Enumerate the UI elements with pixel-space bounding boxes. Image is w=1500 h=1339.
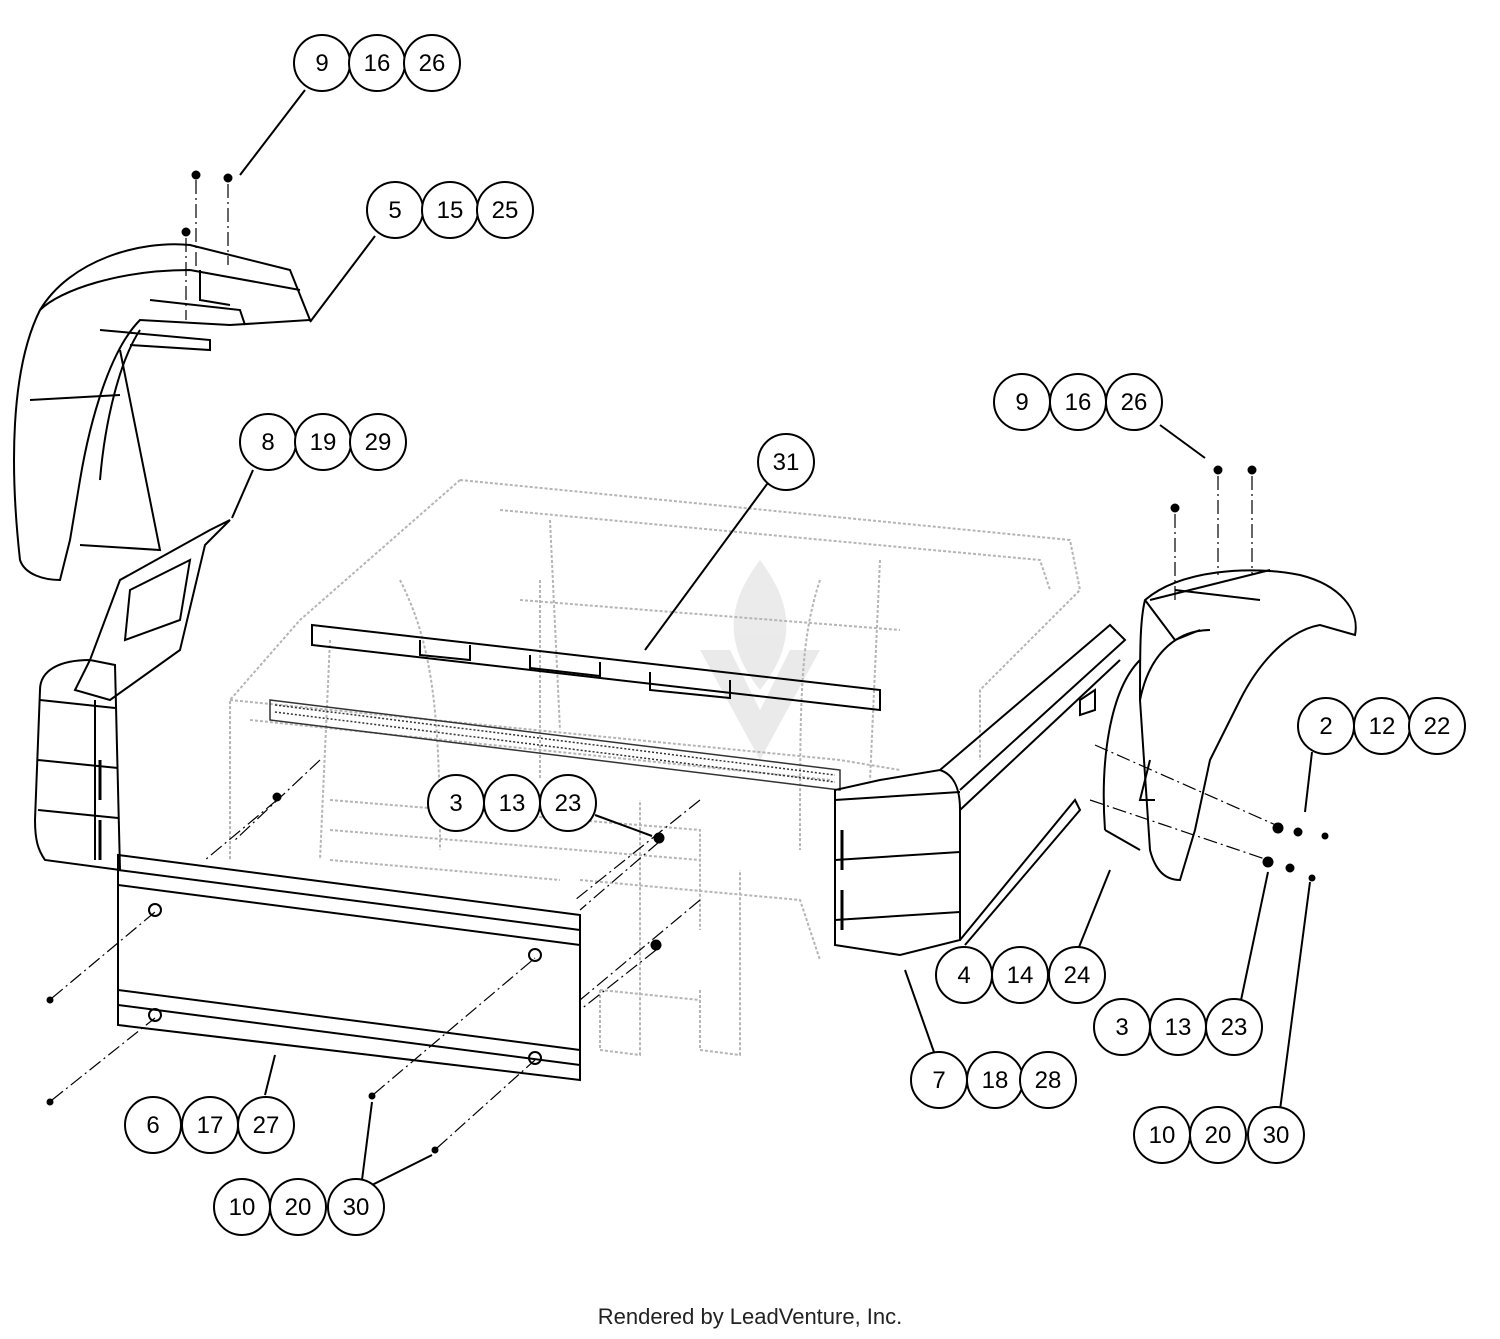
callout-number: 20 bbox=[285, 1194, 312, 1221]
callout-top-left-fender: 5 15 25 bbox=[366, 181, 534, 239]
callout-number: 28 bbox=[1035, 1067, 1062, 1094]
callout-number: 23 bbox=[555, 790, 582, 817]
right-side-panel bbox=[834, 768, 961, 957]
callout-number: 25 bbox=[492, 197, 519, 224]
callout-number: 9 bbox=[315, 50, 328, 77]
callout-number: 6 bbox=[146, 1112, 159, 1139]
callout-number: 16 bbox=[1065, 389, 1092, 416]
callout-number: 27 bbox=[253, 1112, 280, 1139]
alignment-lines bbox=[51, 180, 1279, 1149]
left-side-panel bbox=[33, 519, 231, 872]
leadventure-watermark bbox=[700, 560, 820, 760]
callout-number: 24 bbox=[1064, 962, 1091, 989]
callout-number: 5 bbox=[388, 197, 401, 224]
callout-number: 19 bbox=[310, 429, 337, 456]
callout-number: 15 bbox=[437, 197, 464, 224]
frame bbox=[229, 479, 1082, 1057]
callout-number: 8 bbox=[261, 429, 274, 456]
right-fender bbox=[1102, 569, 1357, 882]
leader-lines bbox=[231, 89, 1313, 1186]
footer-credit: Rendered by LeadVenture, Inc. bbox=[597, 1304, 903, 1329]
callout-number: 14 bbox=[1007, 962, 1034, 989]
right-rail bbox=[939, 623, 1127, 946]
callout-right-nuts: 3 13 23 bbox=[1093, 998, 1263, 1056]
callout-left-side-panel: 8 19 29 bbox=[239, 413, 407, 471]
callout-number: 10 bbox=[229, 1194, 256, 1221]
callout-right-rail: 4 14 24 bbox=[935, 946, 1106, 1004]
callout-number: 10 bbox=[1149, 1122, 1176, 1149]
callout-number: 30 bbox=[1263, 1122, 1290, 1149]
callout-number: 29 bbox=[365, 429, 392, 456]
hardware bbox=[46, 170, 1329, 1154]
callout-frame-cross-member: 31 bbox=[757, 433, 815, 491]
callout-number: 31 bbox=[773, 449, 800, 476]
callout-right-side-panel: 7 18 28 bbox=[910, 1051, 1077, 1109]
callout-number: 13 bbox=[499, 790, 526, 817]
callout-number: 22 bbox=[1424, 713, 1451, 740]
callout-number: 26 bbox=[419, 50, 446, 77]
callout-number: 12 bbox=[1369, 713, 1396, 740]
callout-number: 17 bbox=[197, 1112, 224, 1139]
rear-panel bbox=[117, 853, 581, 1082]
callout-number: 13 bbox=[1165, 1014, 1192, 1041]
callout-number: 26 bbox=[1121, 389, 1148, 416]
callout-number: 7 bbox=[932, 1067, 945, 1094]
callout-right-bolts: 2 12 22 bbox=[1297, 697, 1466, 755]
callout-number: 20 bbox=[1205, 1122, 1232, 1149]
callout-number: 3 bbox=[449, 790, 462, 817]
callout-top-left-hardware: 9 16 26 bbox=[293, 34, 461, 92]
callout-number: 3 bbox=[1115, 1014, 1128, 1041]
callout-number: 2 bbox=[1319, 713, 1332, 740]
callout-number: 16 bbox=[364, 50, 391, 77]
callout-center-nuts: 3 13 23 bbox=[427, 774, 597, 832]
callout-number: 30 bbox=[343, 1194, 370, 1221]
callout-number: 23 bbox=[1221, 1014, 1248, 1041]
callout-number: 18 bbox=[982, 1067, 1009, 1094]
left-fender bbox=[13, 243, 312, 582]
callout-bottom-screws: 10 20 30 bbox=[213, 1178, 385, 1236]
cross-member-31 bbox=[311, 623, 881, 712]
callout-rear-panel: 6 17 27 bbox=[124, 1096, 295, 1154]
step-rail bbox=[269, 699, 841, 791]
callout-right-hardware: 9 16 26 bbox=[993, 373, 1163, 431]
callout-number: 9 bbox=[1015, 389, 1028, 416]
callout-number: 4 bbox=[957, 962, 970, 989]
callout-right-screws: 10 20 30 bbox=[1133, 1106, 1305, 1164]
